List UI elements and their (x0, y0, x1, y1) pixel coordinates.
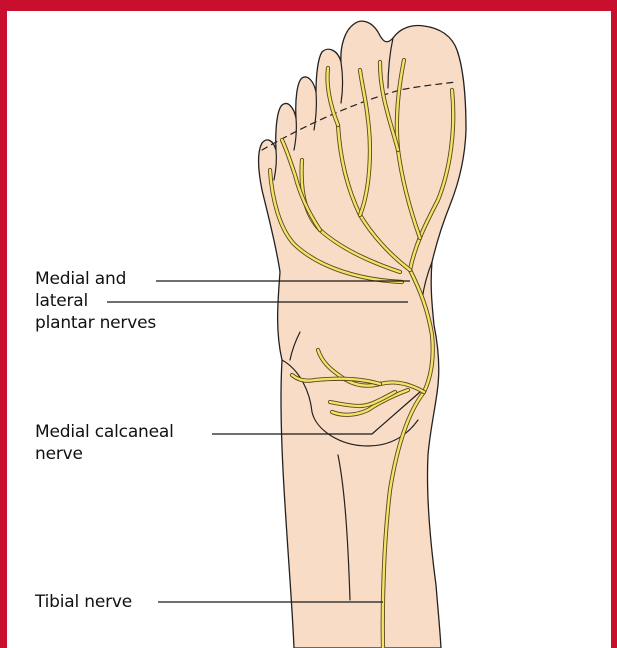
label-medial-lateral-plantar-line1: Medial and (35, 268, 126, 290)
label-medial-calcaneal-line1: Medial calcaneal (35, 421, 174, 443)
label-medial-lateral-plantar-line3: plantar nerves (35, 312, 156, 334)
label-tibial-nerve: Tibial nerve (35, 591, 132, 613)
label-medial-lateral-plantar-line2: lateral (35, 290, 88, 312)
foot-outline (259, 21, 466, 648)
foot-skin (259, 21, 466, 648)
label-medial-calcaneal-line2: nerve (35, 443, 83, 465)
